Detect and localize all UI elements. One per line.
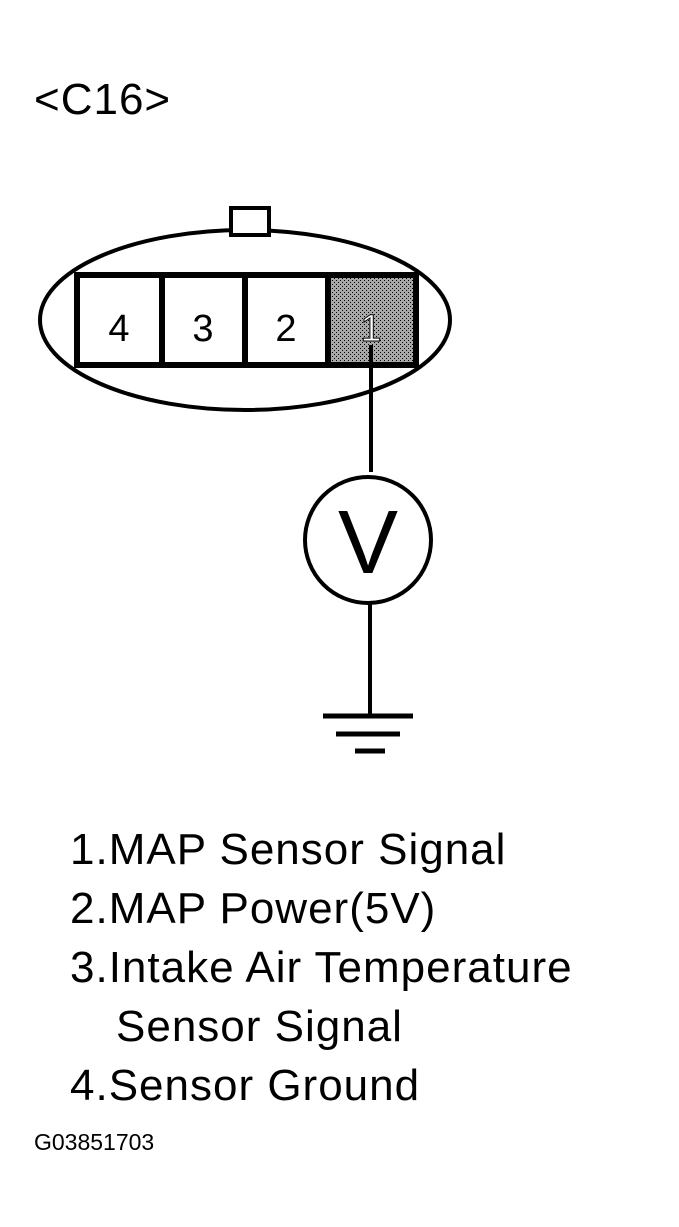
- legend-item-1: 1.MAP Sensor Signal: [70, 825, 507, 874]
- ground-icon: [323, 713, 413, 754]
- legend-item-3: 3.Intake Air Temperature: [70, 943, 573, 992]
- pin-legend: 1.MAP Sensor Signal 2.MAP Power(5V) 3.In…: [70, 820, 573, 1115]
- pin-cell-4: [74, 272, 165, 368]
- connector-pins: 4 3 2 1: [74, 272, 419, 368]
- wiring-diagram: 4 3 2 1 V: [38, 206, 452, 754]
- figure-code: G03851703: [34, 1129, 155, 1155]
- legend-item-2: 2.MAP Power(5V): [70, 884, 437, 933]
- pin-label-2: 2: [275, 308, 296, 350]
- pin-cell-3: [159, 272, 248, 368]
- connector-latch: [229, 206, 271, 237]
- pin-label-3: 3: [192, 308, 213, 350]
- voltmeter-symbol: V: [338, 493, 398, 593]
- legend-item-3-continued: Sensor Signal: [116, 1002, 403, 1051]
- legend-item-4: 4.Sensor Ground: [70, 1061, 421, 1110]
- connector-label: <C16>: [34, 75, 172, 124]
- pin-label-1: 1: [360, 308, 381, 350]
- pin-label-4: 4: [108, 308, 129, 350]
